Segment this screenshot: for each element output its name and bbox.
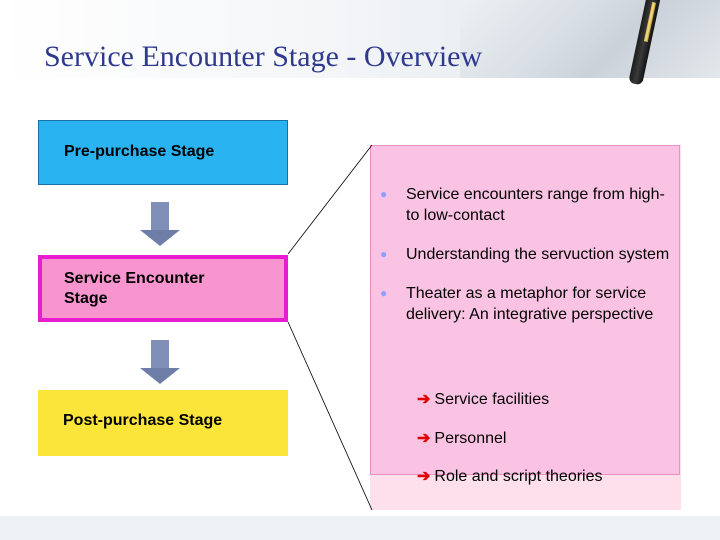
stage-post-purchase: Post-purchase Stage bbox=[38, 390, 288, 456]
bullet-item: ● Theater as a metaphor for service deli… bbox=[380, 283, 670, 325]
sub-item-text: Service facilities bbox=[434, 391, 549, 408]
sub-item: ➔Role and script theories bbox=[417, 466, 603, 486]
sub-item-text: Role and script theories bbox=[434, 468, 602, 485]
footer-band bbox=[0, 516, 720, 540]
right-arrow-icon: ➔ bbox=[417, 468, 430, 485]
down-arrow-icon bbox=[140, 340, 180, 384]
stage-service-encounter: Service Encounter Stage bbox=[38, 255, 288, 322]
bullet-list: ● Service encounters range from high- to… bbox=[380, 184, 670, 343]
stage-pre-purchase: Pre-purchase Stage bbox=[38, 120, 288, 185]
right-arrow-icon: ➔ bbox=[417, 391, 430, 408]
sub-item: ➔Service facilities bbox=[417, 389, 549, 409]
bullet-dot-icon: ● bbox=[380, 283, 387, 304]
connector-line-top bbox=[288, 145, 372, 254]
bullet-dot-icon: ● bbox=[380, 184, 387, 205]
connector-line-bottom bbox=[288, 322, 372, 510]
bullet-text: Service encounters range from high- to l… bbox=[406, 186, 665, 224]
right-arrow-icon: ➔ bbox=[417, 430, 430, 447]
stage-pre-purchase-label: Pre-purchase Stage bbox=[64, 143, 214, 160]
stage-post-purchase-label: Post-purchase Stage bbox=[63, 412, 222, 429]
stage-service-encounter-label: Service Encounter Stage bbox=[64, 269, 244, 309]
sub-item-text: Personnel bbox=[434, 430, 506, 447]
bullet-item: ● Service encounters range from high- to… bbox=[380, 184, 670, 226]
down-arrow-icon bbox=[140, 202, 180, 246]
bullet-item: ● Understanding the servuction system bbox=[380, 244, 670, 265]
bullet-dot-icon: ● bbox=[380, 244, 387, 265]
bullet-text: Understanding the servuction system bbox=[406, 246, 669, 263]
bullet-text: Theater as a metaphor for service delive… bbox=[406, 285, 653, 323]
sub-item: ➔Personnel bbox=[417, 428, 506, 448]
